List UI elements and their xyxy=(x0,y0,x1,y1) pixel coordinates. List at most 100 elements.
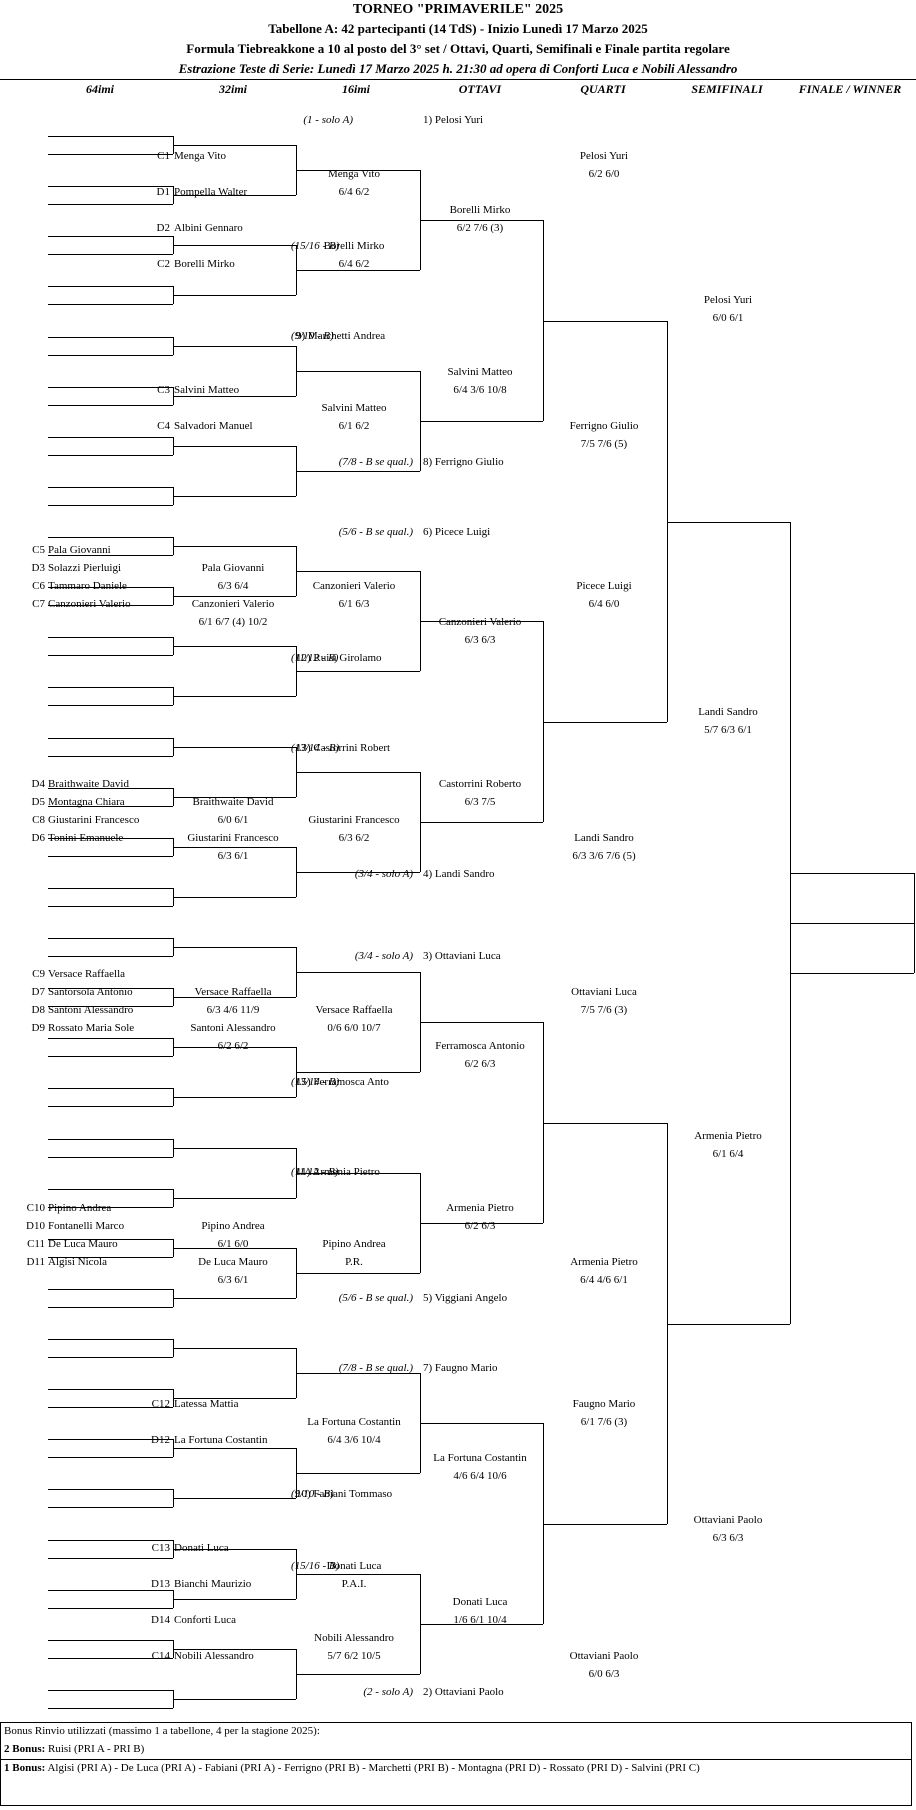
bracket-line xyxy=(48,856,173,857)
header-divider xyxy=(0,79,916,80)
bracket-line xyxy=(48,1407,173,1408)
bracket-line xyxy=(48,1056,173,1057)
bracket-label: Landi Sandro xyxy=(574,832,634,844)
bracket-line xyxy=(173,897,296,898)
bracket-line xyxy=(667,522,790,523)
bracket-label: Borelli Mirko xyxy=(174,258,235,270)
bracket-line xyxy=(48,487,173,488)
col-ottavi: OTTAVI xyxy=(458,82,502,96)
bracket-line xyxy=(173,1549,296,1550)
bracket-label: Pipino Andrea xyxy=(322,1238,386,1250)
bracket-connector xyxy=(173,186,174,204)
bracket-line xyxy=(48,705,173,706)
bracket-line xyxy=(173,1599,296,1600)
bracket-line xyxy=(667,1324,790,1325)
bracket-line xyxy=(173,346,296,347)
bracket-label: 7/5 7/6 (3) xyxy=(580,1004,628,1016)
bracket-label: Borelli Mirko xyxy=(323,240,385,252)
bracket-connector xyxy=(667,321,668,722)
bracket-connector xyxy=(173,738,174,756)
bracket-connector xyxy=(173,687,174,705)
bracket-line xyxy=(173,446,296,447)
bracket-line xyxy=(48,136,173,137)
bracket-label: 6/3 6/3 xyxy=(712,1532,744,1544)
bracket-connector xyxy=(173,788,174,806)
bracket-connector xyxy=(173,1439,174,1457)
bracket-label: 6/2 6/2 xyxy=(217,1040,249,1052)
bonus-2-label: 2 Bonus: xyxy=(4,1743,46,1755)
bracket-label: Armenia Pietro xyxy=(694,1130,762,1142)
bracket-label: 6/2 6/3 xyxy=(464,1220,496,1232)
bracket-connector xyxy=(173,1540,174,1558)
bracket-line xyxy=(48,154,173,155)
bracket-label: 6/1 6/3 xyxy=(338,598,370,610)
bracket-label: Ferrigno Giulio xyxy=(569,420,639,432)
bracket-line xyxy=(296,1373,420,1374)
bracket-label: Menga Vito xyxy=(174,150,226,162)
bracket-line xyxy=(296,1473,420,1474)
bracket-label: C13 xyxy=(151,1542,170,1554)
bracket-line xyxy=(48,1038,173,1039)
bracket-label: Giustarini Francesco xyxy=(308,814,400,826)
bracket-label: 0/6 6/0 10/7 xyxy=(327,1022,381,1034)
bracket-label: 4/6 6/4 10/6 xyxy=(453,1470,507,1482)
bracket-line xyxy=(173,1198,296,1199)
bracket-label: Solazzi Pierluigi xyxy=(48,562,122,574)
bracket-label: Pala Giovanni xyxy=(48,544,111,556)
bracket-connector xyxy=(543,621,544,822)
bracket-line xyxy=(173,1448,296,1449)
bracket-label: 6/2 6/3 xyxy=(464,1058,496,1070)
bracket-line xyxy=(48,587,173,588)
bracket-label: (9/10 - B) xyxy=(291,330,334,342)
bracket-label: Donati Luca xyxy=(326,1560,382,1572)
col-semifinali: SEMIFINALI xyxy=(691,82,763,96)
bracket-label: P.A.I. xyxy=(341,1578,367,1590)
bracket-label: C12 xyxy=(151,1398,170,1410)
bracket-line xyxy=(296,872,420,873)
bracket-line xyxy=(173,195,296,196)
bracket-label: 4) Landi Sandro xyxy=(423,868,495,880)
bracket-connector xyxy=(173,337,174,355)
bracket-label: 6/2 7/6 (3) xyxy=(456,222,504,234)
bracket-label: C5 xyxy=(32,544,45,556)
bracket-label: Ferramosca Antonio xyxy=(435,1040,525,1052)
bracket-line xyxy=(48,738,173,739)
bracket-label: D9 xyxy=(31,1022,45,1034)
bracket-line xyxy=(173,747,296,748)
bracket-label: (9/10 - B) xyxy=(291,1488,334,1500)
bracket-label: C8 xyxy=(32,814,45,826)
bracket-line xyxy=(48,1307,173,1308)
bracket-label: 6/3 6/1 xyxy=(217,1274,249,1286)
bracket-label: (7/8 - B se qual.) xyxy=(338,1362,413,1374)
bracket-label: Donati Luca xyxy=(174,1542,229,1554)
header-line-3: Estrazione Teste di Serie: Lunedì 17 Mar… xyxy=(178,61,738,76)
bracket-label: Pelosi Yuri xyxy=(579,150,629,162)
bracket-label: 6/1 6/2 xyxy=(338,420,370,432)
bracket-connector xyxy=(173,236,174,254)
bracket-label: Santoni Alessandro xyxy=(48,1004,134,1016)
bracket-line xyxy=(543,1123,667,1124)
bracket-line xyxy=(48,988,173,989)
bracket-line xyxy=(790,923,914,924)
bracket-line xyxy=(48,455,173,456)
bracket-label: 6/3 4/6 11/9 xyxy=(206,1004,260,1016)
bracket-label: 6/1 6/4 xyxy=(712,1148,744,1160)
bracket-label: (11/12 - B) xyxy=(291,652,339,664)
bracket-label: Braithwaite David xyxy=(48,778,129,790)
bracket-line xyxy=(420,421,543,422)
bracket-connector xyxy=(173,286,174,304)
bracket-connector xyxy=(173,1088,174,1106)
bracket-label: Ottaviani Paolo xyxy=(569,1650,639,1662)
bracket-line xyxy=(173,1699,296,1700)
bracket-label: Landi Sandro xyxy=(698,706,758,718)
bracket-label: C7 xyxy=(32,598,45,610)
bracket-label: (5/6 - B se qual.) xyxy=(338,1292,413,1304)
bracket-label: 6/3 6/3 xyxy=(464,634,496,646)
bracket-line xyxy=(48,405,173,406)
bracket-line xyxy=(48,304,173,305)
bracket-line xyxy=(48,1389,173,1390)
bracket-line xyxy=(173,847,296,848)
bracket-line xyxy=(48,1558,173,1559)
bracket-line xyxy=(173,646,296,647)
bracket-connector xyxy=(173,487,174,505)
